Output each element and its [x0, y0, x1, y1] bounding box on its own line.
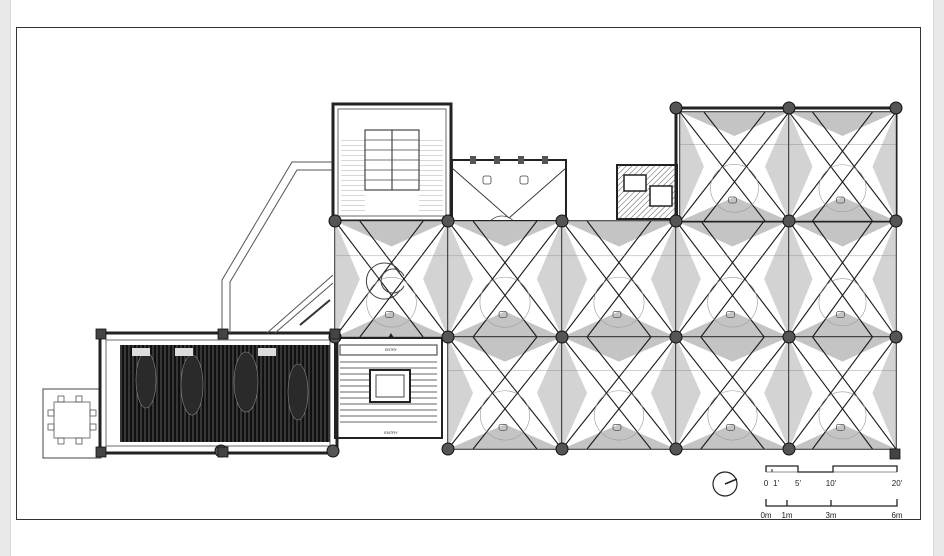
vault-bay [679, 111, 790, 222]
scale-tick-1ft: 1' [773, 479, 779, 488]
chairs [47, 395, 97, 445]
scale-bar: 0 1' 5' 10' 20' 0m 1m 3m 6m [760, 465, 903, 520]
scale-tick-3m: 3m [825, 511, 836, 520]
vault-bay [788, 220, 897, 338]
column-post [889, 330, 903, 344]
dining-table [53, 401, 91, 439]
vault-bay [675, 336, 790, 450]
column-post [326, 444, 340, 458]
dark-gallery-room [98, 331, 339, 455]
column-post [669, 214, 683, 228]
column-post [555, 214, 569, 228]
north-arrow-icon [712, 471, 738, 497]
upper-right-wing [674, 106, 898, 223]
left-scroll-edge [0, 0, 11, 556]
scale-tick-20ft: 20' [892, 479, 903, 488]
outdoor-terrace [42, 388, 102, 459]
column-post [328, 214, 342, 228]
vault-bay [561, 336, 677, 450]
column-post [782, 330, 796, 344]
column-post [669, 101, 683, 115]
square-posts [95, 328, 901, 460]
vault-bay [788, 111, 897, 222]
column-post [889, 101, 903, 115]
column-post [441, 442, 455, 456]
main-hall [334, 220, 897, 450]
column-post [669, 330, 683, 344]
entry-stair: ENTRY ENTRY [334, 333, 443, 439]
column-post [669, 442, 683, 456]
column-post [555, 330, 569, 344]
column-post [441, 330, 455, 344]
scale-tick-10ft: 10' [826, 479, 837, 488]
column-post [889, 214, 903, 228]
service-rooms [616, 164, 678, 220]
vault-bay [447, 220, 563, 338]
column-post [555, 442, 569, 456]
column-post [441, 214, 455, 228]
stair-tower [331, 102, 453, 223]
column-post [782, 101, 796, 115]
column-post [782, 442, 796, 456]
column-post [782, 214, 796, 228]
scale-tick-0m: 0m [760, 511, 771, 520]
scale-tick-6m: 6m [891, 511, 902, 520]
right-scroll-edge [933, 0, 944, 556]
vault-bay [561, 220, 677, 338]
entry-label-top: ENTRY [385, 348, 397, 352]
vault-bay [788, 336, 897, 450]
scale-tick-1m: 1m [781, 511, 792, 520]
drawing-frame [16, 27, 921, 520]
columns [214, 101, 903, 458]
access-path [221, 161, 334, 334]
vault-bay [675, 220, 790, 338]
scale-tick-5ft: 5' [795, 479, 801, 488]
entry-label: ENTRY [384, 430, 398, 435]
vault-bay [447, 336, 563, 450]
vault-bay [334, 220, 449, 338]
scale-tick-0: 0 [764, 479, 769, 488]
